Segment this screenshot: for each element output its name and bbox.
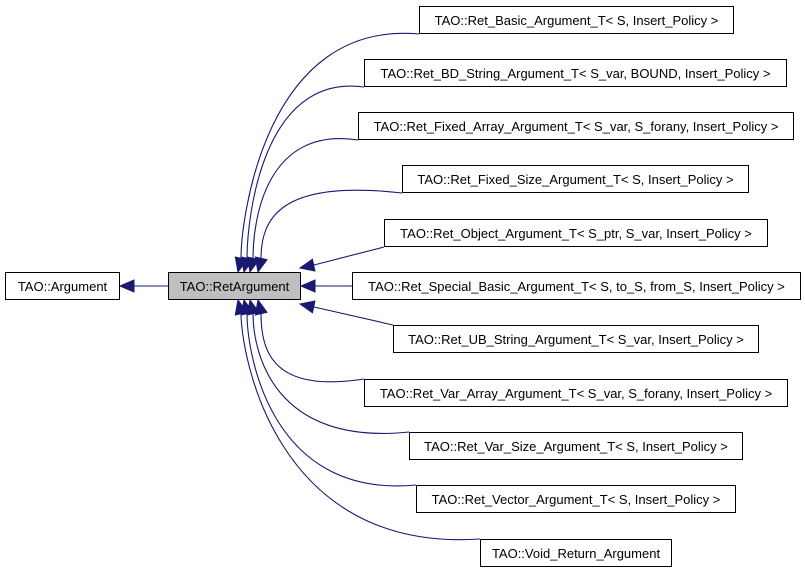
node-ret-object[interactable]: TAO::Ret_Object_Argument_T< S_ptr, S_var… bbox=[384, 219, 768, 247]
node-ret-special-basic[interactable]: TAO::Ret_Special_Basic_Argument_T< S, to… bbox=[352, 272, 801, 300]
node-retargument[interactable]: TAO::RetArgument bbox=[168, 272, 301, 300]
node-argument[interactable]: TAO::Argument bbox=[5, 272, 120, 300]
arrowhead-void-return bbox=[234, 298, 248, 316]
edge-ret-var-array bbox=[260, 312, 365, 383]
edge-ret-object bbox=[313, 246, 385, 266]
edge-ret-fixed-size bbox=[260, 189, 403, 260]
arrowhead-ret-fixed-size bbox=[254, 256, 268, 274]
arrowhead-ret-special-basic bbox=[299, 279, 316, 293]
node-ret-vector[interactable]: TAO::Ret_Vector_Argument_T< S, Insert_Po… bbox=[416, 485, 736, 513]
node-ret-basic[interactable]: TAO::Ret_Basic_Argument_T< S, Insert_Pol… bbox=[419, 6, 734, 34]
node-ret-fixed-array[interactable]: TAO::Ret_Fixed_Array_Argument_T< S_var, … bbox=[358, 112, 794, 140]
edge-ret-vector bbox=[246, 312, 417, 487]
node-ret-ub-string[interactable]: TAO::Ret_UB_String_Argument_T< S_var, In… bbox=[393, 325, 759, 353]
node-void-return[interactable]: TAO::Void_Return_Argument bbox=[480, 539, 672, 567]
edge-ret-ub-string bbox=[313, 306, 394, 326]
arrowhead-ret-ub-string bbox=[298, 300, 316, 314]
arrowhead-argument bbox=[118, 279, 135, 293]
edge-ret-bd-string bbox=[246, 85, 365, 260]
arrowhead-ret-object bbox=[298, 258, 316, 272]
edge-ret-basic bbox=[240, 32, 420, 260]
edge-ret-fixed-array bbox=[252, 138, 359, 260]
node-ret-bd-string[interactable]: TAO::Ret_BD_String_Argument_T< S_var, BO… bbox=[364, 59, 787, 87]
node-ret-var-size[interactable]: TAO::Ret_Var_Size_Argument_T< S, Insert_… bbox=[409, 432, 743, 460]
edge-ret-var-size bbox=[252, 312, 410, 434]
edge-void-return bbox=[240, 312, 481, 541]
node-ret-var-array[interactable]: TAO::Ret_Var_Array_Argument_T< S_var, S_… bbox=[364, 379, 788, 407]
node-ret-fixed-size[interactable]: TAO::Ret_Fixed_Size_Argument_T< S, Inser… bbox=[402, 165, 749, 193]
